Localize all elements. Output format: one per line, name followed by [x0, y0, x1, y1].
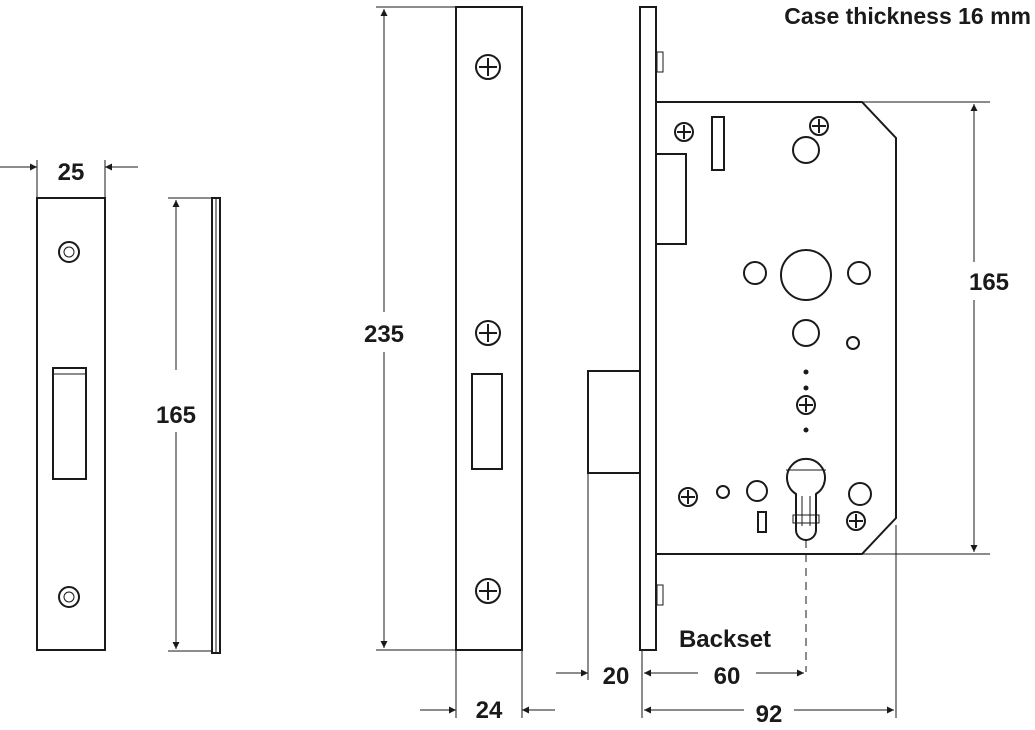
strike-plate-side-view: 165 [156, 197, 221, 654]
lock-case-side-view [587, 6, 897, 672]
backset-value-label: 60 [714, 663, 741, 690]
forend-screw-middle-icon [475, 320, 501, 346]
striker-height-label: 165 [156, 402, 196, 429]
case-height-label: 165 [969, 269, 1009, 296]
strike-plate-front-view [36, 197, 106, 651]
forend-offset-label: 20 [603, 663, 630, 690]
forend-width-label: 24 [476, 697, 503, 724]
backset-dimension: Backset 60 [644, 626, 804, 690]
case-depth-label: 92 [756, 701, 783, 728]
forend-screw-bottom-icon [475, 578, 501, 604]
case-screw-top-left-icon [674, 122, 694, 142]
case-screw-bottom-right-icon [846, 511, 866, 531]
case-screw-middle-icon [796, 395, 816, 415]
striker-width-dimension: 25 [0, 159, 138, 198]
striker-width-label: 25 [58, 159, 85, 186]
case-screw-bottom-left-icon [678, 487, 698, 507]
forend-offset-dimension: 20 [556, 473, 643, 718]
forend-height-dimension: 235 [364, 6, 456, 651]
case-height-dimension: 165 [862, 101, 1009, 555]
forend-screw-top-icon [475, 54, 501, 80]
case-thickness-title: Case thickness 16 mm [784, 3, 1031, 29]
backset-label: Backset [679, 626, 771, 653]
forend-plate [455, 6, 523, 651]
forend-width-dimension: 24 [420, 650, 555, 724]
case-depth-dimension: 92 [644, 525, 897, 728]
forend-height-label: 235 [364, 321, 404, 348]
case-screw-top-right-icon [809, 116, 829, 136]
